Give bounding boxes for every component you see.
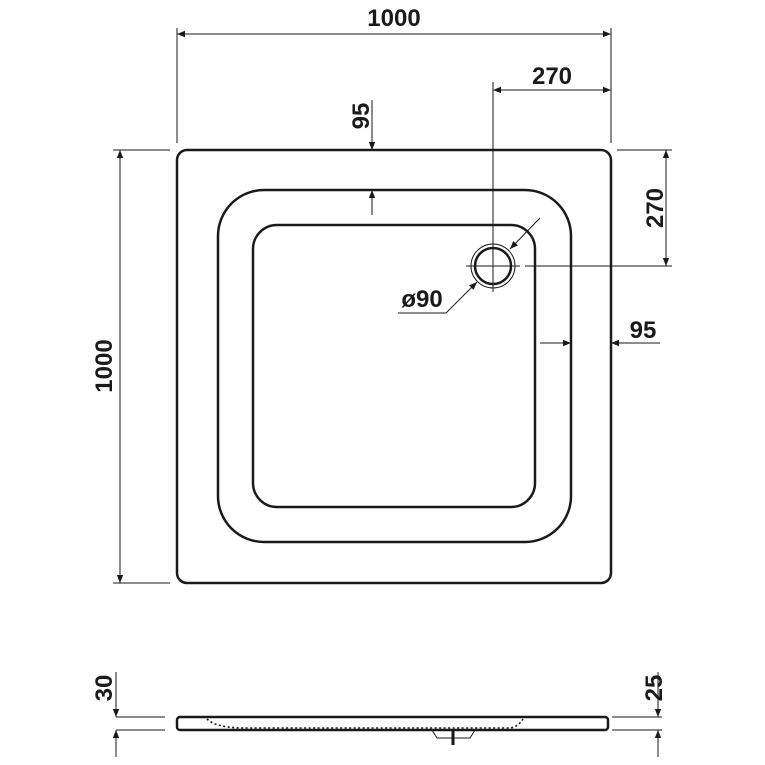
dimension-label-rim-right: 95	[630, 317, 657, 344]
basin-outer-edge	[216, 188, 573, 544]
dimension-rim-right: 95	[540, 317, 660, 347]
dimension-label-height-right: 25	[641, 675, 668, 702]
dimension-drain-offset-y: 270	[525, 149, 672, 267]
tray-profile	[175, 715, 610, 732]
basin-profile-hidden-line	[206, 718, 524, 729]
dimension-height-left: 30	[91, 672, 165, 757]
drain-icon	[466, 240, 520, 292]
dimension-label-depth: 1000	[91, 339, 118, 392]
dimension-label-height-left: 30	[91, 675, 118, 702]
dimension-overall-width: 1000	[176, 5, 612, 143]
dimension-rim-top: 95	[348, 100, 376, 215]
dimension-overall-depth: 1000	[91, 149, 170, 584]
dimension-label-drain-y: 270	[642, 188, 669, 228]
side-view	[175, 715, 610, 745]
dimension-height-right: 25	[612, 672, 668, 757]
plan-view	[175, 148, 613, 585]
tray-outline	[175, 148, 613, 585]
dimension-label-drain-diameter: ø90	[401, 286, 442, 313]
dimension-drain-diameter: ø90	[398, 217, 541, 314]
dimension-drain-offset-x: 270	[492, 63, 611, 240]
dimension-label-rim-top: 95	[348, 103, 375, 130]
basin-inner-floor	[251, 223, 537, 509]
dimension-label-drain-x: 270	[532, 63, 572, 90]
dimension-label-width: 1000	[367, 5, 420, 32]
